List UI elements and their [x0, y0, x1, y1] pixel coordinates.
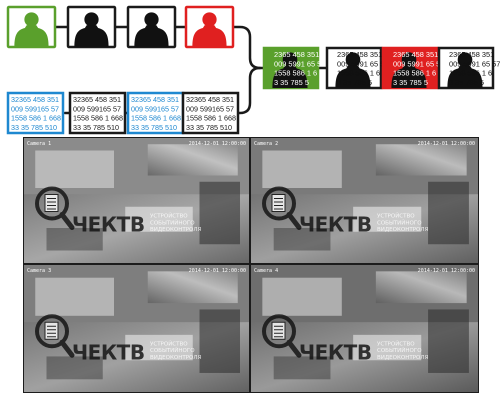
overlay-number-line: 3 35 785 5: [393, 78, 428, 87]
magnifier-document-icon: [262, 186, 302, 230]
overlay-number-line: 1558 586 1 6: [449, 69, 492, 78]
brand-tagline-line: СОБЫТИЙНОГО: [150, 219, 195, 226]
camera-label: Camera 1: [27, 141, 51, 147]
brand-name: ЧЕКТВ: [299, 213, 372, 237]
overlay-number-line: 1558 586 1 6: [393, 69, 436, 78]
camera-label: Camera 4: [254, 268, 278, 274]
number-line: 32365 458 351: [186, 95, 234, 104]
number-line: 33 35 785 510: [186, 123, 232, 132]
number-line: 33 35 785 510: [131, 123, 177, 132]
brand-name: ЧЕКТВ: [299, 340, 372, 364]
brand-tagline-line: УСТРОЙСТВО: [150, 340, 188, 347]
camera-label: Camera 2: [254, 141, 278, 147]
person-box-row: [6, 5, 235, 49]
number-line: 32365 458 351: [73, 95, 121, 104]
number-line: 1558 586 1 668: [73, 114, 123, 123]
overlay-number-line: 009 5991 65 57: [449, 59, 500, 68]
overlay-number-line: 1558 586 1 6: [274, 69, 317, 78]
overlay-number-line: 3 35 785 5: [274, 78, 309, 87]
camera-timestamp: 2014-12-01 12:00:00: [418, 141, 475, 147]
brand-tagline-line: СОБЫТИЙНОГО: [150, 347, 195, 354]
brand-tagline-line: ВИДЕОКОНТРОЛЯ: [150, 355, 201, 361]
number-line: 009 599165 57: [73, 104, 121, 113]
overlay-number-line: 2365 458 351: [449, 50, 494, 59]
person-box: [126, 5, 177, 49]
number-line: 009 599165 57: [11, 104, 59, 113]
overlay-number-line: 009 5991 65 57: [274, 59, 325, 68]
number-line: 33 35 785 510: [11, 123, 57, 132]
number-line: 32365 458 351: [11, 95, 59, 104]
magnifier-document-icon: [35, 186, 75, 230]
person-box: [6, 5, 57, 49]
camera-timestamp: 2014-12-01 12:00:00: [189, 268, 246, 274]
connector-numbers-to-combined: [231, 66, 262, 115]
overlay-number-line: 009 5991 65 57: [337, 59, 388, 68]
number-line: 009 599165 57: [131, 104, 179, 113]
camera-timestamp: 2014-12-01 12:00:00: [418, 268, 475, 274]
person-box: [184, 5, 235, 49]
number-line: 1558 586 1 668: [11, 114, 61, 123]
overlay-number-line: 3 35 785 5: [449, 78, 484, 87]
overlay-number-line: 009 5991 65 57: [393, 59, 444, 68]
brand-tagline-line: УСТРОЙСТВО: [377, 340, 415, 347]
number-line: 33 35 785 510: [73, 123, 119, 132]
person-box: [66, 5, 117, 49]
magnifier-document-icon: [262, 314, 302, 358]
connector-people-to-combined: [231, 25, 266, 70]
number-line: 009 599165 57: [186, 104, 234, 113]
overlay-number-line: 1558 586 1 6: [337, 69, 380, 78]
brand-name: ЧЕКТВ: [72, 340, 145, 364]
brand-name: ЧЕКТВ: [72, 213, 145, 237]
brand-tagline-line: ВИДЕОКОНТРОЛЯ: [150, 227, 201, 233]
overlay-number-line: 2365 458 351: [274, 50, 319, 59]
camera-label: Camera 3: [27, 268, 51, 274]
overlay-number-line: 3 35 785 5: [337, 78, 372, 87]
brand-tagline-line: УСТРОЙСТВО: [150, 213, 188, 220]
overlay-number-line: 2365 458 351: [393, 50, 438, 59]
overlay-number-line: 2365 458 351: [337, 50, 382, 59]
number-line: 32365 458 351: [131, 95, 179, 104]
number-line: 1558 586 1 668: [131, 114, 181, 123]
brand-tagline-line: УСТРОЙСТВО: [377, 213, 415, 220]
magnifier-document-icon: [35, 314, 75, 358]
brand-tagline-line: ВИДЕОКОНТРОЛЯ: [377, 355, 428, 361]
number-line: 1558 586 1 668: [186, 114, 236, 123]
brand-tagline-line: ВИДЕОКОНТРОЛЯ: [377, 227, 428, 233]
camera-timestamp: 2014-12-01 12:00:00: [189, 141, 246, 147]
brand-tagline-line: СОБЫТИЙНОГО: [377, 347, 422, 354]
brand-tagline-line: СОБЫТИЙНОГО: [377, 219, 422, 226]
